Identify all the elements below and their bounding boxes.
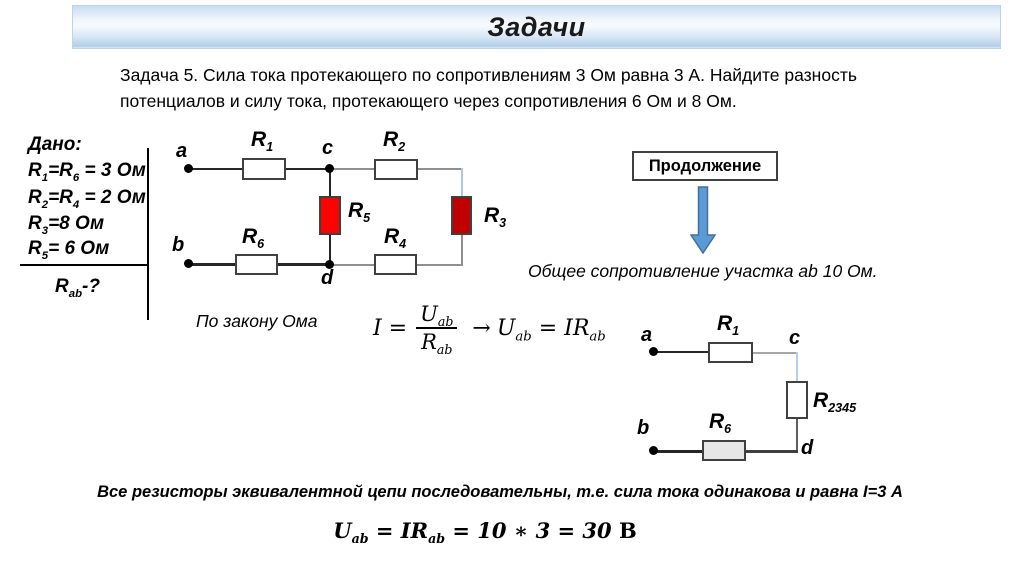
- wire-r5-to-d: [329, 234, 331, 265]
- ohm-law-label: По закону Ома: [196, 311, 318, 331]
- node2-dot-b: [649, 446, 658, 455]
- resistor-label-r6: R6: [242, 225, 265, 252]
- final-formula-unit: В: [618, 518, 637, 543]
- given-heading: Дано:: [28, 134, 82, 155]
- fraction-denominator: Rab: [421, 330, 453, 358]
- wire2-r6-to-d: [745, 450, 798, 453]
- resistor-r2: [374, 159, 418, 180]
- wire2-a-to-r1: [653, 351, 709, 353]
- wire2-corner-to-r2345: [796, 352, 798, 382]
- node2-label-b: b: [637, 417, 650, 439]
- node2-dot-a: [649, 347, 658, 356]
- problem-line-1: Задача 5. Сила тока протекающего по сопр…: [120, 65, 857, 85]
- resistor-r1: [242, 158, 286, 180]
- wire-r3-bottom-to-corner: [461, 234, 463, 266]
- conclusion-text: Все резисторы эквивалентной цепи последо…: [97, 483, 903, 501]
- resistor-r4: [374, 254, 417, 275]
- node-label-b: b: [172, 234, 185, 256]
- resistor2-label-r2345: R2345: [813, 389, 857, 416]
- given-question: Rab-?: [55, 276, 100, 300]
- problem-line-2: потенциалов и силу тока, протекающего че…: [120, 91, 737, 111]
- formula-lhs: I =: [373, 315, 408, 341]
- down-arrow-icon: [690, 186, 716, 254]
- wire2-r2345-to-d: [796, 418, 798, 452]
- given-divider-horizontal: [20, 264, 148, 266]
- given-item: R2=R4 = 2 Ом: [28, 187, 146, 211]
- node2-label-c: c: [789, 327, 801, 349]
- formula-rhs: Uab = IRab: [496, 315, 606, 344]
- resistor-r6: [235, 254, 278, 275]
- continue-button[interactable]: Продолжение: [632, 151, 778, 181]
- wire-corner-to-r3-top: [461, 168, 463, 197]
- node-label-a: a: [176, 140, 188, 162]
- given-divider-vertical: [147, 148, 149, 320]
- resistor-r5: [319, 196, 341, 235]
- resistor-label-r4: R4: [384, 225, 407, 252]
- problem-text: Задача 5. Сила тока протекающего по сопр…: [120, 62, 960, 114]
- resistor-label-r5: R5: [348, 199, 371, 226]
- resistor2-label-r1: R1: [717, 312, 740, 339]
- header-bar: Задачи: [72, 5, 1001, 49]
- resistor2-r1: [708, 342, 753, 363]
- resistor-label-r1: R1: [251, 128, 274, 155]
- page-title: Задачи: [487, 11, 586, 42]
- node-label-d: d: [321, 267, 334, 289]
- formula-fraction: Uab Rab: [416, 302, 458, 358]
- ohm-law-formula: I = Uab Rab → Uab = IRab: [373, 302, 606, 358]
- wire-c-to-r5: [329, 170, 331, 197]
- fraction-numerator: Uab: [416, 302, 458, 329]
- result-text: Общее сопротивление участка ab 10 Ом.: [528, 261, 878, 281]
- continue-button-label: Продолжение: [648, 156, 762, 175]
- resistor-label-r2: R2: [383, 128, 406, 155]
- final-formula: Uab = IRab = 10 ∗ 3 = 30 В: [60, 518, 910, 547]
- final-formula-math: Uab = IRab = 10 ∗ 3 = 30: [333, 518, 612, 547]
- node-dot-a: [184, 164, 193, 173]
- wire2-r1-to-corner: [753, 352, 798, 354]
- given-item: R1=R6 = 3 Ом: [28, 160, 146, 184]
- down-arrow-shape: [690, 186, 716, 254]
- resistor-label-r3: R3: [484, 204, 507, 231]
- implies-arrow: →: [472, 315, 491, 341]
- node2-label-d: d: [801, 437, 814, 459]
- node-dot-c: [325, 164, 334, 173]
- resistor2-r6: [702, 440, 746, 461]
- node-dot-b: [184, 259, 193, 268]
- node2-label-a: a: [641, 324, 653, 346]
- resistor2-label-r6: R6: [709, 410, 732, 437]
- resistor2-r2345: [786, 381, 808, 419]
- given-item: R5= 6 Ом: [28, 238, 110, 262]
- given-item: R3=8 Ом: [28, 213, 105, 237]
- node-label-c: c: [322, 137, 334, 159]
- node-dot-d: [325, 260, 334, 269]
- wire2-b-to-r6: [653, 450, 703, 453]
- resistor-r3: [451, 196, 472, 235]
